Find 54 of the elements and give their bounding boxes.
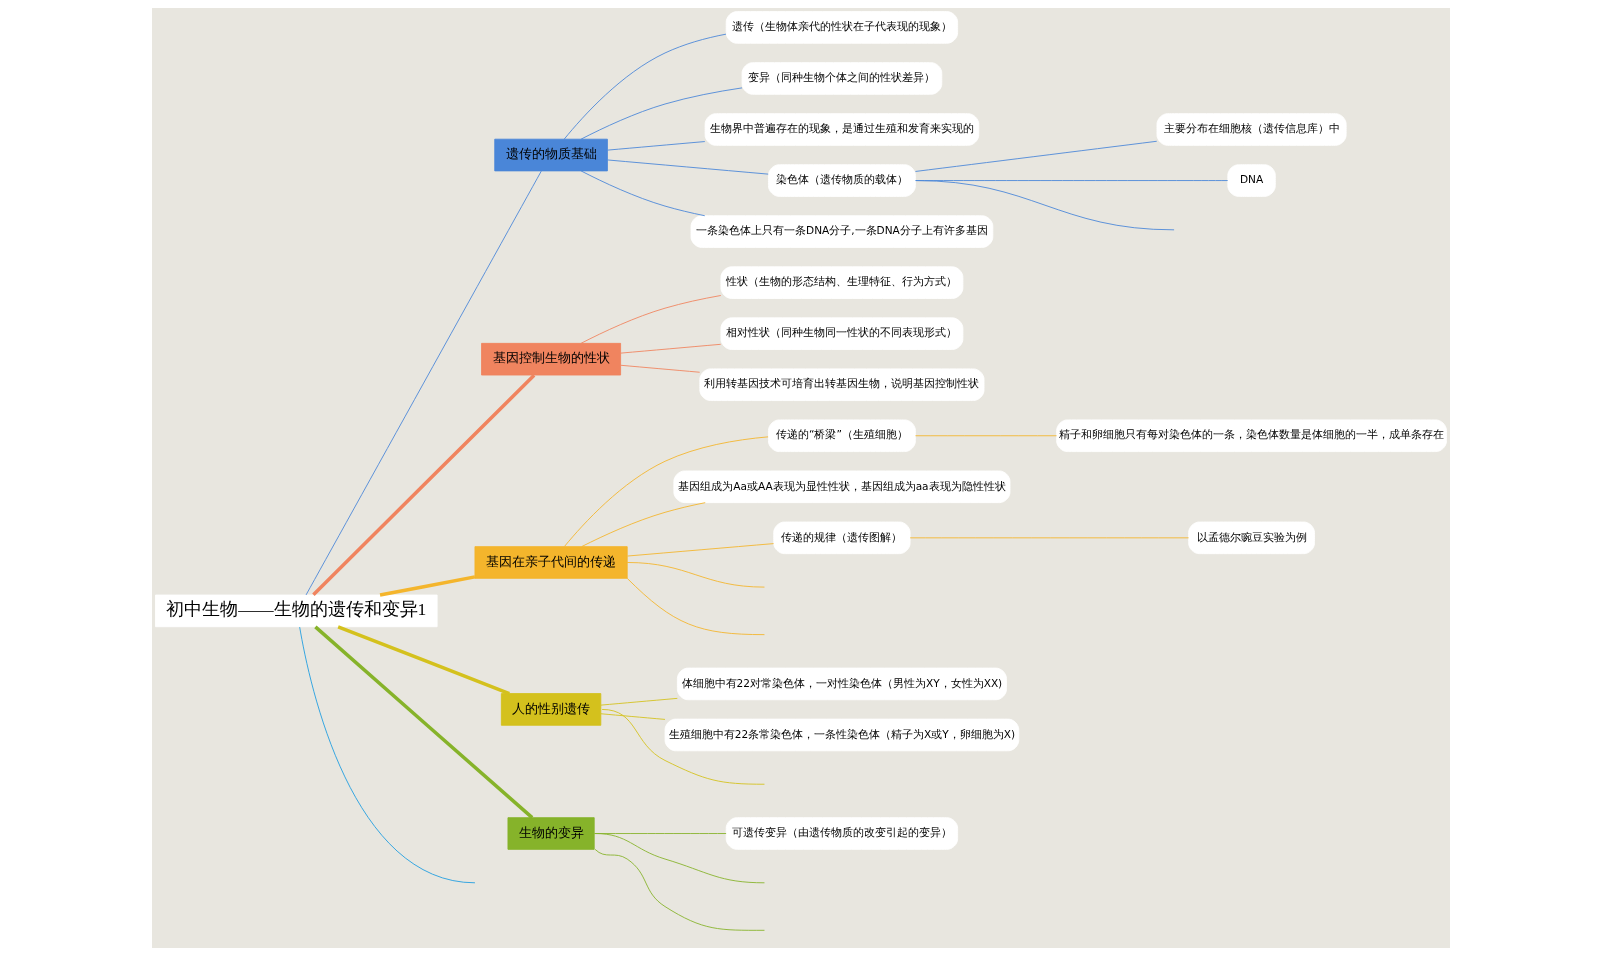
node-box: 基因控制生物的性状 (481, 342, 622, 376)
node-box: 以孟德尔豌豆实验为例 (1188, 521, 1315, 555)
connector (379, 575, 476, 597)
connector (564, 436, 769, 547)
connector (915, 180, 1229, 181)
connector (620, 364, 701, 373)
node-box: 可遗传变异（由遗传物质的改变引起的变异） (725, 817, 959, 850)
connector (580, 170, 706, 217)
connector (594, 848, 765, 931)
node-box: 变异（同种生物个体之间的性状差异） (741, 62, 943, 95)
connector (594, 833, 765, 884)
node-box: 利用转基因技术可培育出转基因生物，说明基因控制性状 (699, 368, 985, 401)
connector (581, 502, 706, 547)
node-box: 传递的规律（遗传图解） (773, 521, 911, 555)
connector (620, 343, 722, 354)
connector (593, 833, 727, 834)
node-box: 主要分布在细胞核（遗传信息库）中 (1156, 113, 1347, 146)
connector (607, 141, 706, 151)
connector (299, 626, 476, 884)
node-box: 一条染色体上只有一条DNA分子,一条DNA分子上有许多基因 (690, 215, 994, 248)
node-box: 初中生物——生物的遗传和变异1 (155, 594, 438, 628)
connector (915, 140, 1158, 172)
node-box: DNA (1227, 164, 1276, 197)
node-box: 精子和卵细胞只有每对染色体的一条，染色体数量是体细胞的一半，成单条存在 (1056, 419, 1447, 453)
node-box: 体细胞中有22对常染色体，一对性染色体（男性为XY，女性为XX) (676, 667, 1007, 701)
connector (305, 170, 542, 596)
connector (580, 295, 722, 344)
connector (627, 543, 774, 557)
connector (563, 33, 727, 140)
node-box: 遗传（生物体亲代的性状在子代表现的现象） (725, 11, 959, 44)
node-box: 传递的“桥梁”（生殖细胞） (768, 419, 916, 453)
node-box: 基因组成为Aa或AA表现为显性性状，基因组成为aa表现为隐性性状 (673, 470, 1011, 504)
node-box: 相对性状（同种生物同一性状的不同表现形式） (720, 317, 964, 350)
connector (626, 577, 765, 636)
connector (607, 159, 769, 175)
connector (312, 373, 536, 596)
node-box: 生物的变异 (507, 817, 595, 850)
connector (600, 697, 678, 706)
connector (601, 709, 765, 785)
node-box: 基因在亲子代间的传递 (474, 546, 628, 579)
node-box: 性状（生物的形态结构、生理特征、行为方式） (720, 266, 964, 299)
connector (915, 180, 1175, 231)
connector (600, 713, 666, 720)
connector (915, 435, 1057, 437)
node-box: 生物界中普遍存在的现象，是通过生殖和发育来实现的 (704, 113, 980, 146)
connector (314, 625, 534, 819)
connector (580, 87, 743, 140)
node-box: 生殖细胞中有22条常染色体，一条性染色体（精子为X或Y，卵细胞为X) (664, 718, 1020, 752)
connector (626, 562, 765, 588)
connector (337, 625, 510, 696)
node-box: 染色体（遗传物质的载体） (768, 164, 916, 197)
connector (909, 537, 1189, 539)
node-box: 遗传的物质基础 (494, 138, 608, 172)
node-box: 人的性别遗传 (500, 693, 602, 726)
